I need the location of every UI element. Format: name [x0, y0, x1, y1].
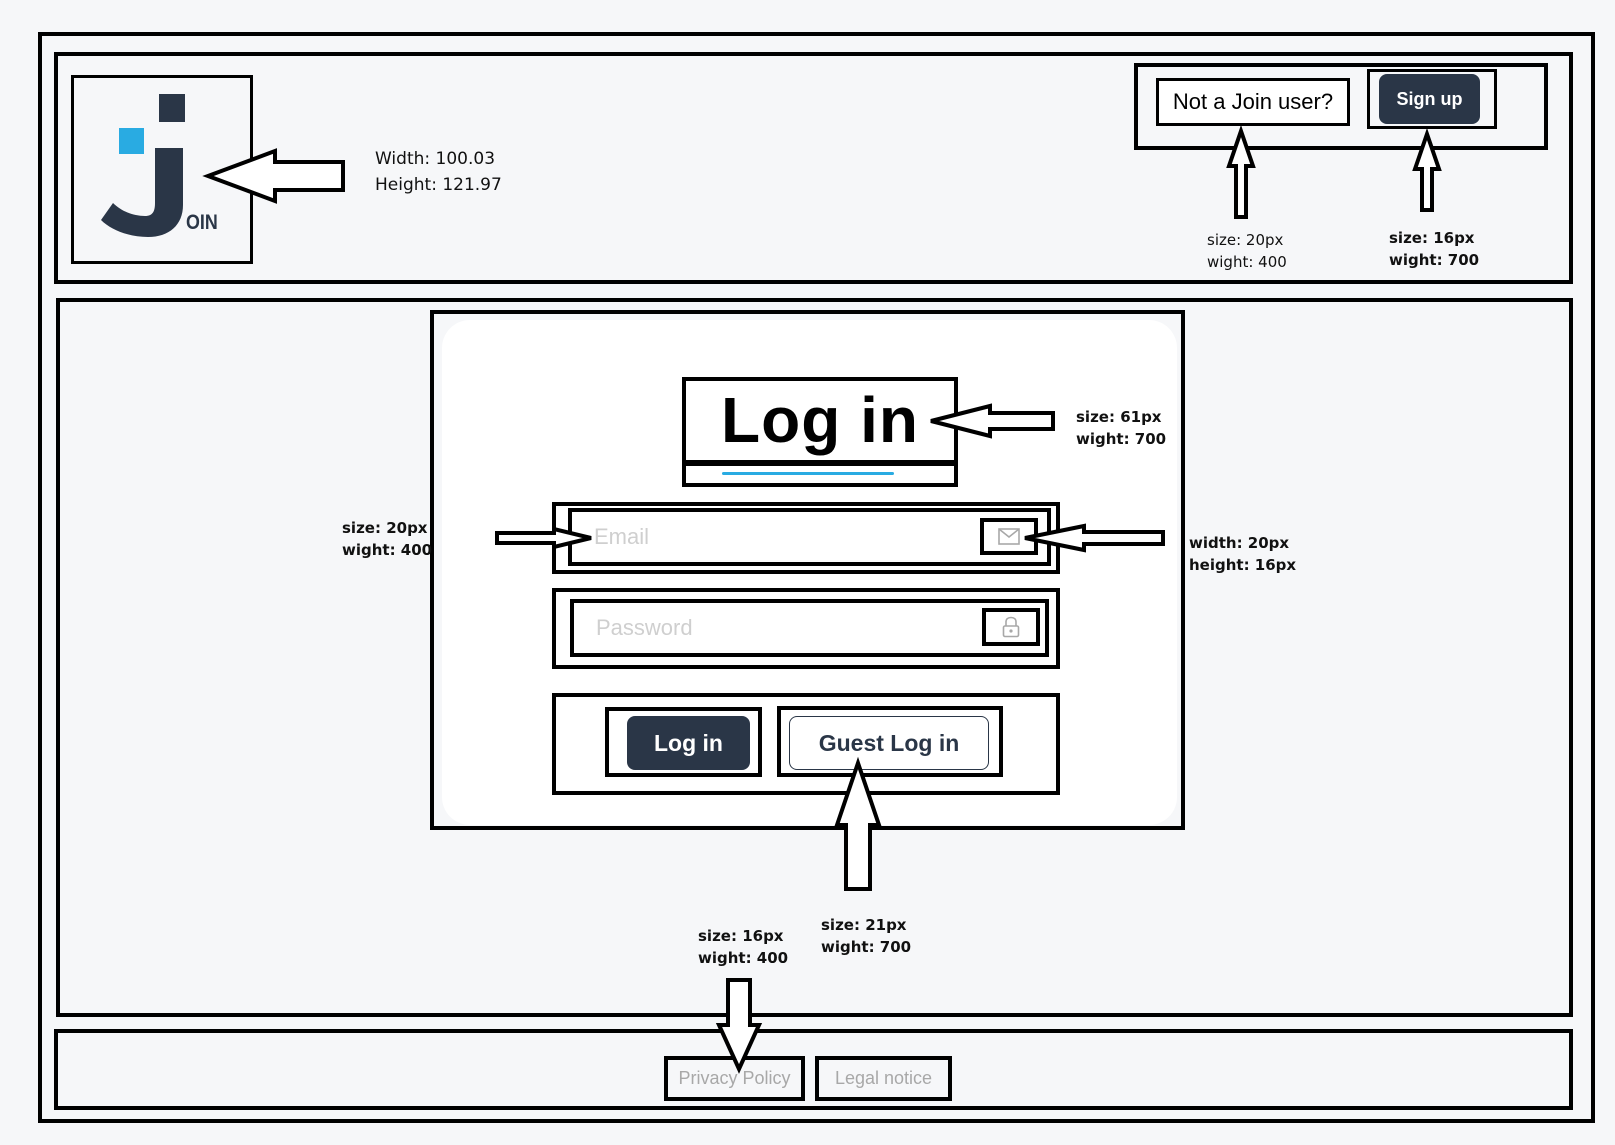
title-notes: size: 61px wight: 700	[1076, 408, 1167, 448]
main-frame	[56, 298, 1573, 1017]
password-field-frame	[570, 599, 1049, 657]
logo-letters: OIN	[186, 211, 218, 234]
signup-button[interactable]: Sign up	[1379, 74, 1480, 124]
password-icon-frame	[982, 608, 1040, 646]
link-notes: size: 16px wight: 400	[698, 927, 789, 967]
outer-frame	[38, 32, 1595, 1123]
title-bottom-rule	[684, 460, 956, 466]
not-user-notes: size: 20px wight: 400	[1207, 231, 1287, 271]
email-field[interactable]	[572, 523, 1047, 551]
card-frame	[430, 310, 1185, 830]
password-outer-frame	[552, 588, 1060, 669]
signup-notes: size: 16px wight: 700	[1389, 229, 1480, 269]
title-underline	[722, 472, 894, 475]
legal-notice-link[interactable]: Legal notice	[815, 1056, 952, 1101]
lock-icon	[1002, 616, 1020, 638]
left-arrow-icon	[930, 403, 1055, 439]
login-button[interactable]: Log in	[627, 716, 750, 770]
email-notes: size: 20px wight: 400	[342, 519, 433, 559]
left-arrow-icon	[1024, 523, 1165, 553]
header-right-group	[1134, 63, 1548, 150]
up-arrow-icon	[1226, 124, 1256, 219]
login-button-frame	[605, 707, 762, 777]
left-arrow-icon	[202, 148, 345, 204]
up-arrow-icon	[834, 756, 882, 891]
password-field[interactable]	[574, 614, 1045, 642]
not-user-text: Not a Join user?	[1156, 78, 1350, 126]
email-field-frame	[568, 508, 1051, 566]
right-arrow-icon	[495, 526, 592, 550]
footer-frame	[54, 1029, 1573, 1110]
guest-button-frame	[777, 706, 1003, 777]
buttons-frame	[552, 693, 1060, 795]
page-title: Log in	[721, 384, 919, 456]
logo-dimension-notes: Width: 100.03 Height: 121.97	[375, 149, 502, 195]
title-frame	[682, 377, 958, 487]
icon-notes: width: 20px height: 16px	[1189, 534, 1297, 574]
join-logo-icon	[101, 94, 185, 237]
header-frame	[54, 52, 1573, 284]
up-arrow-icon	[1412, 127, 1442, 212]
down-arrow-icon	[715, 978, 763, 1074]
guest-login-button[interactable]: Guest Log in	[789, 716, 989, 770]
mail-icon	[998, 528, 1020, 545]
guest-notes: size: 21px wight: 700	[821, 916, 912, 956]
signup-frame	[1367, 69, 1497, 129]
